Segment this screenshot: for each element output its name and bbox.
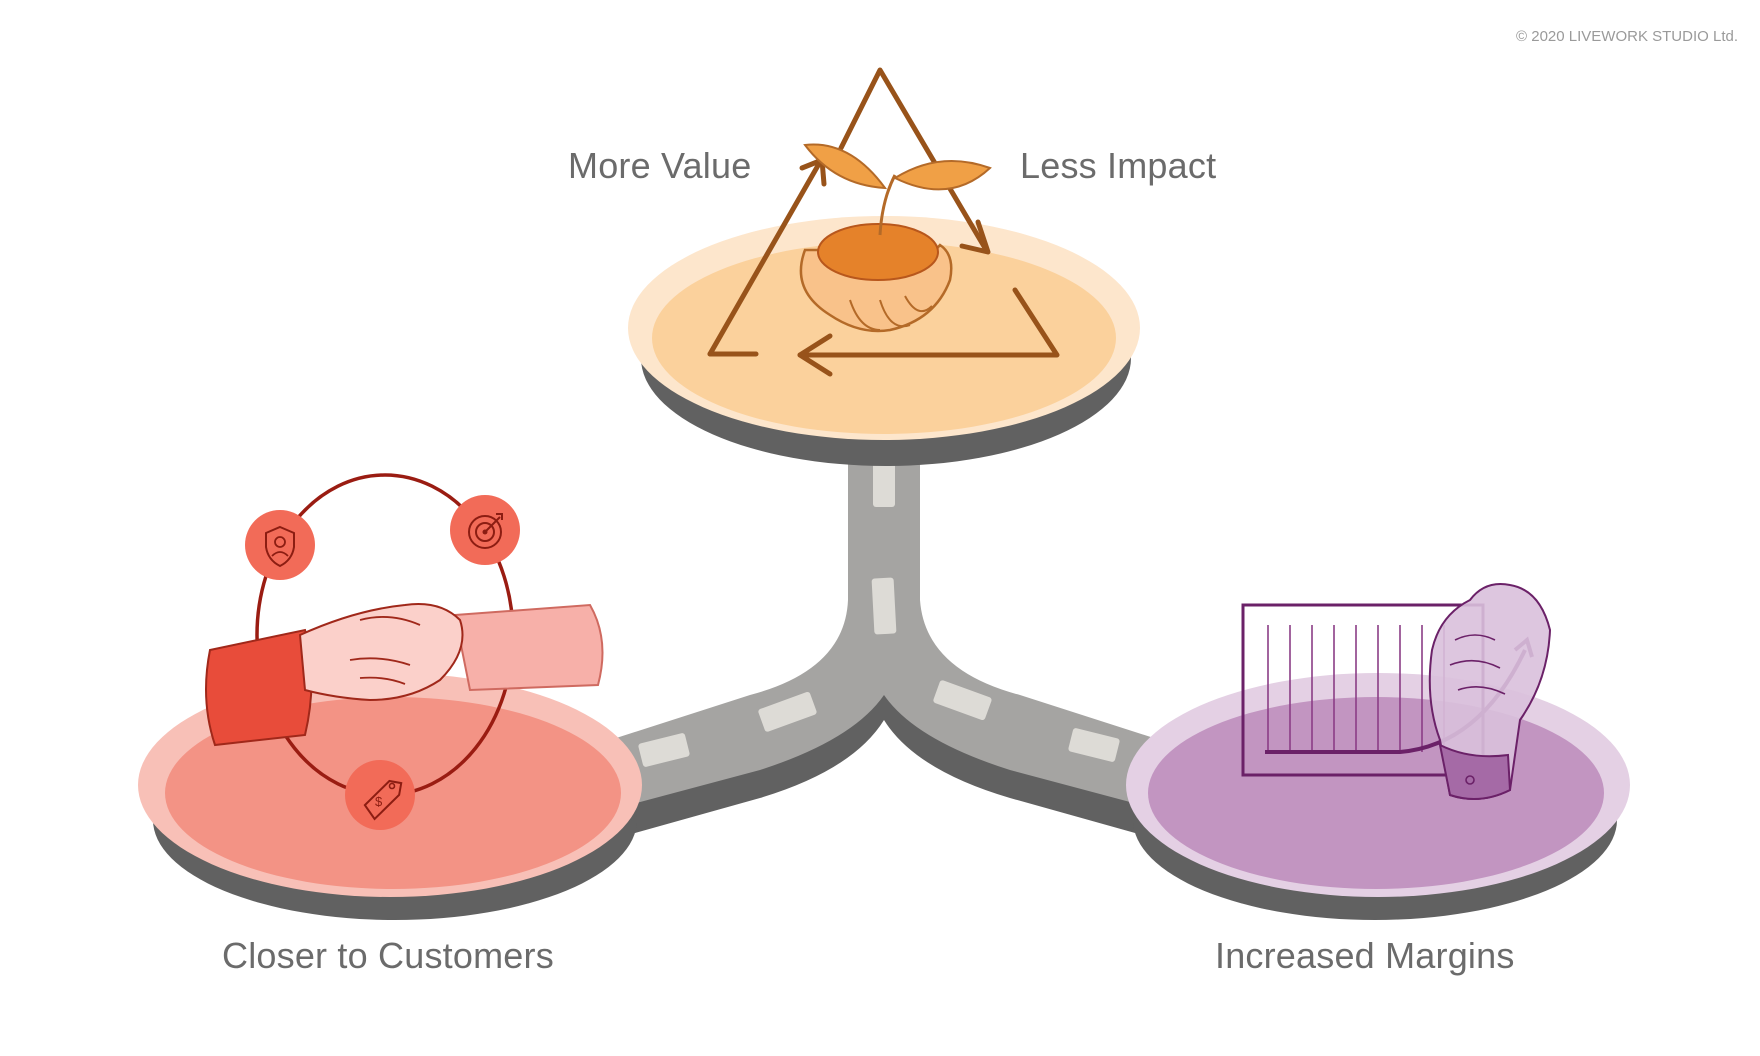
more-value-label: More Value <box>568 145 752 186</box>
seedling-in-hands-icon <box>799 143 992 333</box>
road <box>610 440 1160 840</box>
lane-markings <box>638 455 1120 767</box>
top-platform <box>628 216 1140 466</box>
price-tag-icon: $ <box>345 760 415 830</box>
hand-drawing-icon <box>1428 583 1552 800</box>
handshake-icon <box>205 603 604 747</box>
target-icon <box>450 495 520 565</box>
svg-text:$: $ <box>375 794 383 809</box>
less-impact-label: Less Impact <box>1020 145 1217 186</box>
closer-to-customers-label: Closer to Customers <box>222 935 554 976</box>
copyright-notice: © 2020 LIVEWORK STUDIO Ltd. <box>1516 28 1738 45</box>
increased-margins-label: Increased Margins <box>1215 935 1515 976</box>
shield-user-icon <box>245 510 315 580</box>
